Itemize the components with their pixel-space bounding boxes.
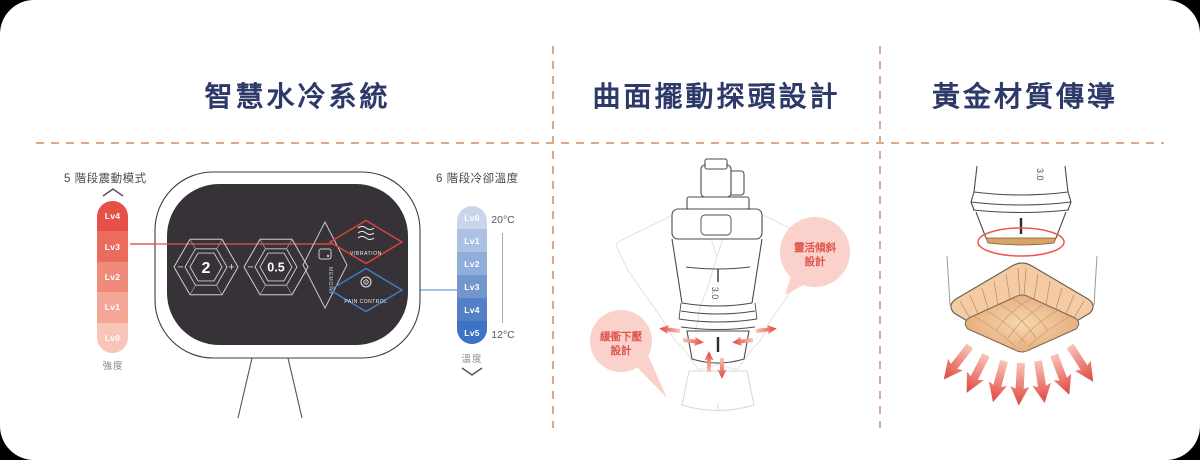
pressed-probe-ghost bbox=[681, 370, 755, 411]
max-temp-label: 20°C bbox=[491, 214, 515, 226]
vibration-waves-icon bbox=[357, 225, 375, 241]
panel-screen bbox=[167, 184, 408, 345]
step-knob[interactable] bbox=[243, 238, 309, 296]
vibration-caption: 強度 bbox=[102, 361, 124, 372]
press-bubble-line2: 設計 bbox=[611, 344, 632, 357]
probe-tip-outline bbox=[970, 165, 1072, 239]
press-design-bubble: 緩衝下壓 設計 bbox=[590, 310, 667, 398]
memory-card-icon bbox=[318, 248, 332, 260]
temperature-level-segment: Lv0 bbox=[457, 206, 487, 229]
step-value: 0.5 bbox=[267, 261, 284, 275]
time-plus-button[interactable]: + bbox=[228, 262, 234, 274]
vertical-divider-1 bbox=[552, 46, 554, 428]
temperature-legend-label: 6 階段冷卻溫度 bbox=[436, 173, 519, 185]
vertical-divider-2 bbox=[879, 46, 881, 428]
gold-display-value: 3.0 bbox=[1035, 168, 1045, 181]
device-stand bbox=[237, 357, 303, 419]
section-title-gold: 黃金材質傳導 bbox=[931, 81, 1118, 112]
temperature-level-segment: Lv2 bbox=[457, 252, 487, 275]
time-knob[interactable] bbox=[173, 238, 239, 296]
time-minus-button[interactable]: − bbox=[177, 262, 183, 274]
vibration-level-bar: Lv4 Lv3 Lv2 Lv1 Lv0 bbox=[97, 201, 128, 353]
chevron-down-icon bbox=[461, 367, 483, 376]
section-title-cooling: 智慧水冷系統 bbox=[204, 81, 391, 112]
vibration-legend-label: 5 階段震動模式 bbox=[64, 173, 147, 185]
temperature-level-segment: Lv4 bbox=[457, 298, 487, 321]
probe-swing-illustration: 3.0 靈活傾斜 設計 緩衝下壓 設計 bbox=[590, 158, 850, 411]
memory-button[interactable] bbox=[302, 220, 348, 310]
temperature-level-segment: Lv5 bbox=[457, 321, 487, 344]
temperature-caption: 溫度 bbox=[461, 354, 483, 365]
gold-tip-plate bbox=[985, 237, 1057, 246]
vibration-level-segment: Lv3 bbox=[97, 231, 128, 262]
chevron-up-icon bbox=[102, 188, 124, 197]
pain-control-button[interactable] bbox=[328, 267, 404, 313]
memory-button-label: MEMORY bbox=[327, 267, 333, 295]
vibration-level-segment: Lv0 bbox=[97, 322, 128, 353]
tilt-design-bubble: 靈活傾斜 設計 bbox=[780, 217, 850, 295]
press-bubble-line1: 緩衝下壓 bbox=[600, 330, 642, 343]
gold-conduction-illustration: 3.0 bbox=[936, 165, 1102, 406]
pain-control-button-label: PAIN CONTROL bbox=[344, 299, 387, 305]
gold-plate bbox=[946, 255, 1098, 353]
vibration-button-label: VIBRATION bbox=[350, 251, 382, 257]
step-minus-button[interactable]: − bbox=[247, 262, 253, 274]
temp-scale-line bbox=[502, 233, 503, 323]
tilt-bubble-line1: 靈活傾斜 bbox=[794, 241, 836, 254]
temperature-level-bar: Lv0 Lv1 Lv2 Lv3 Lv4 Lv5 bbox=[457, 206, 487, 344]
section-title-probe: 曲面擺動探頭設計 bbox=[592, 81, 841, 112]
temperature-level-segment: Lv1 bbox=[457, 229, 487, 252]
min-temp-label: 12°C bbox=[491, 329, 515, 341]
vibration-level-segment: Lv4 bbox=[97, 201, 128, 232]
pain-control-target-icon bbox=[360, 276, 372, 288]
control-panel-device: − 2 + − 0.5 MEMORY VIBRATION bbox=[130, 171, 458, 419]
plate-grid-lines bbox=[971, 297, 1073, 348]
horizontal-divider bbox=[36, 142, 1164, 144]
probe-display-value: 3.0 bbox=[710, 287, 720, 300]
temperature-level-segment: Lv3 bbox=[457, 275, 487, 298]
highlight-ellipse bbox=[977, 227, 1065, 257]
tilt-bubble-line2: 設計 bbox=[805, 255, 826, 268]
bevel-fan-lines bbox=[959, 267, 1085, 319]
vibration-level-segment: Lv2 bbox=[97, 261, 128, 293]
time-value: 2 bbox=[202, 260, 211, 277]
vibration-button[interactable] bbox=[328, 219, 404, 265]
vibration-level-segment: Lv1 bbox=[97, 292, 128, 323]
